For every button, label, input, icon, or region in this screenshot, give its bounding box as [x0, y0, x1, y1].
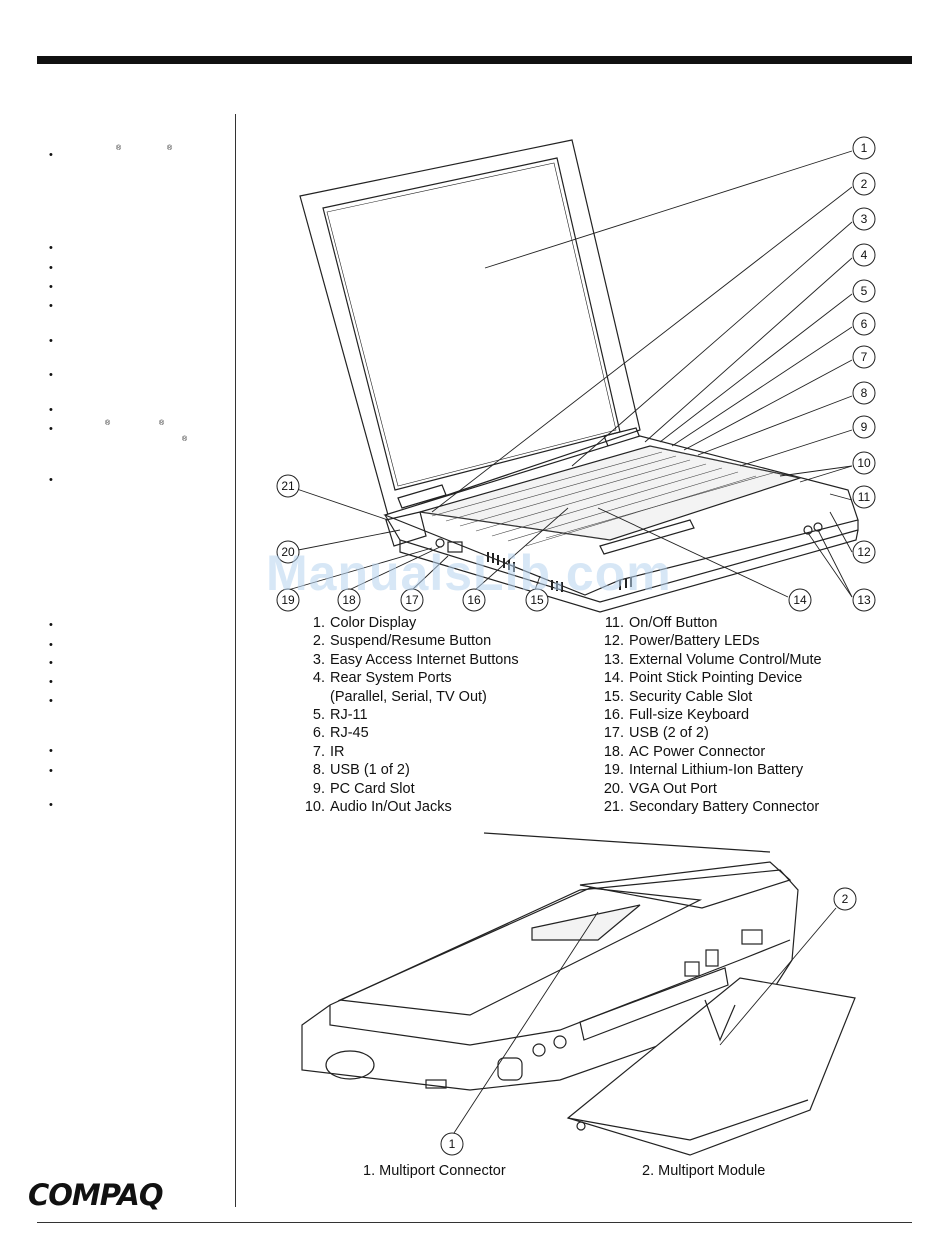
legend-item: 4.Rear System Ports [312, 670, 452, 687]
legend-item: 12.Power/Battery LEDs [603, 633, 760, 650]
watermark: ManualsLib.com [266, 545, 672, 601]
legend-item: 17.USB (2 of 2) [603, 725, 709, 742]
registered-mark: ® [105, 420, 111, 427]
callout-9: 9 [861, 420, 868, 434]
callout-1: 1 [861, 141, 868, 155]
legend-item: 7.IR [312, 743, 345, 760]
bullet: • [49, 300, 53, 312]
laptop-diagram: 1 2 3 4 5 6 7 8 9 10 11 12 13 14 15 16 1… [276, 136, 876, 613]
legend-item: (Parallel, Serial, TV Out) [330, 688, 487, 705]
footer-rule [37, 1222, 912, 1223]
legend-item: 6.RJ-45 [312, 725, 369, 742]
callout-11: 11 [858, 490, 871, 504]
registered-mark: ® [182, 436, 188, 443]
legend-item: 9.PC Card Slot [312, 780, 415, 797]
caption-multiport-connector: 1. Multiport Connector [363, 1163, 506, 1179]
bullet: • [49, 335, 53, 347]
legend-item: 2.Suspend/Resume Button [312, 633, 492, 650]
bullet: • [49, 695, 53, 707]
bullet: • [49, 799, 53, 811]
callout-3: 3 [861, 212, 868, 226]
callout-6: 6 [861, 317, 868, 331]
callout-13: 13 [857, 593, 871, 607]
registered-mark: ® [159, 420, 165, 427]
legend-item: 20.VGA Out Port [603, 780, 717, 797]
callout-17: 17 [405, 593, 419, 607]
legend-item: 13.External Volume Control/Mute [603, 651, 822, 668]
legend-item: 19.Internal Lithium-Ion Battery [603, 762, 804, 779]
caption-multiport-module: 2. Multiport Module [642, 1163, 766, 1179]
legend-item: 16.Full-size Keyboard [603, 707, 750, 724]
bullet: • [49, 281, 53, 293]
callout-14: 14 [793, 593, 807, 607]
callout-12: 12 [857, 545, 871, 559]
bullet: • [49, 619, 53, 631]
header-bar [37, 56, 912, 64]
callout-10: 10 [857, 456, 871, 470]
legend-item: 10.Audio In/Out Jacks [304, 799, 452, 816]
legend-left: 1.Color Display 2.Suspend/Resume Button … [300, 614, 519, 816]
callout-2: 2 [861, 177, 868, 191]
callout-19: 19 [281, 593, 295, 607]
bullet: • [49, 262, 53, 274]
bullet: • [49, 676, 53, 688]
bullet: • [49, 242, 53, 254]
column-divider [235, 114, 236, 1207]
bullet: • [49, 474, 53, 486]
callout-4: 4 [861, 248, 868, 262]
legend-item: 3.Easy Access Internet Buttons [312, 651, 519, 668]
legend-right: 11.On/Off Button 12.Power/Battery LEDs 1… [599, 614, 822, 816]
callout-18: 18 [342, 593, 356, 607]
legend-item: 1.Color Display [312, 615, 417, 631]
multiport-diagram: 1 2 [301, 832, 857, 1156]
bullet: • [49, 639, 53, 651]
bullet: • [49, 423, 53, 435]
callout-1: 1 [449, 1137, 456, 1151]
registered-mark: ® [167, 145, 173, 152]
bullet: • [49, 404, 53, 416]
compaq-logo: COMPAQ [28, 1178, 163, 1212]
legend-item: 8.USB (1 of 2) [312, 762, 410, 779]
bullet: • [49, 745, 53, 757]
legend-item: 11.On/Off Button [604, 615, 718, 631]
bullet: • [49, 657, 53, 669]
callout-8: 8 [861, 386, 868, 400]
bullet: • [49, 149, 53, 161]
callout-15: 15 [530, 593, 544, 607]
registered-mark: ® [116, 145, 122, 152]
legend-item: 18.AC Power Connector [603, 743, 766, 760]
legend-item: 21.Secondary Battery Connector [603, 799, 820, 816]
callout-20: 20 [281, 545, 295, 559]
callout-21: 21 [281, 479, 295, 493]
callout-5: 5 [861, 284, 868, 298]
callout-2: 2 [842, 892, 849, 906]
legend-item: 5.RJ-11 [312, 707, 368, 724]
legend-item: 14.Point Stick Pointing Device [603, 670, 803, 687]
bullet: • [49, 765, 53, 777]
callout-16: 16 [467, 593, 481, 607]
callout-7: 7 [861, 350, 868, 364]
bullet: • [49, 369, 53, 381]
legend-item: 15.Security Cable Slot [603, 688, 753, 705]
